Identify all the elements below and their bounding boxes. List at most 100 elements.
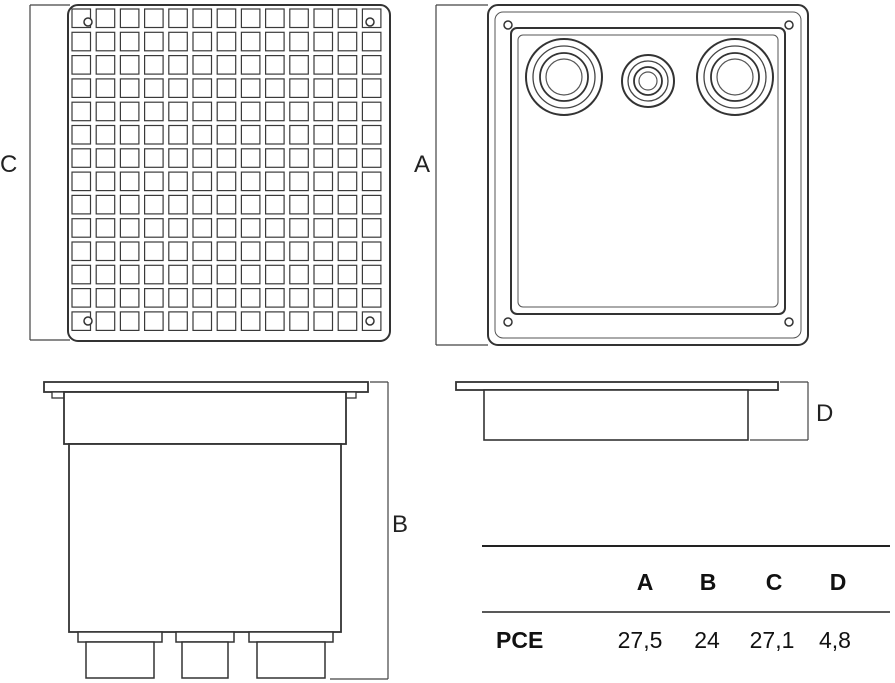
screw-hole-icon <box>83 17 93 27</box>
grating-top-view: C <box>0 4 391 342</box>
grating-cell <box>337 54 358 75</box>
screw-hole-icon <box>365 316 375 326</box>
grating-cell <box>240 218 261 238</box>
grating-cell <box>361 218 382 238</box>
grating-cell <box>240 124 261 145</box>
screw-hole-icon <box>365 17 375 27</box>
grating-cell <box>95 171 116 192</box>
table-cell-a: 27,5 <box>618 627 663 653</box>
grating-cell <box>265 8 285 29</box>
grating-cell <box>71 124 92 145</box>
grating-cell <box>192 78 213 99</box>
grating-cell <box>361 171 382 192</box>
grating-cell <box>119 78 140 99</box>
screw-hole-icon <box>784 317 794 327</box>
grating-cell <box>168 241 188 262</box>
grating-cell <box>361 54 382 75</box>
grating-cell <box>119 241 140 262</box>
grating-cell <box>192 54 213 75</box>
outlet-center-icon <box>621 54 675 108</box>
table-row-label: PCE <box>496 627 543 653</box>
grating-cell <box>192 171 213 192</box>
grating-cell <box>71 54 92 75</box>
box-flange-inner <box>494 11 802 339</box>
grating-cell <box>216 148 237 168</box>
grating-cell <box>144 148 164 168</box>
table-header-c: C <box>766 569 783 595</box>
grating-cell <box>265 241 285 262</box>
side-collar <box>63 391 347 445</box>
grating-cell <box>240 288 261 308</box>
grating-cell <box>313 31 334 52</box>
grating-cell <box>289 101 309 122</box>
grating-cell <box>313 54 334 75</box>
grating-cell <box>289 171 309 192</box>
grating-cell <box>144 54 164 75</box>
grating-cell <box>168 171 188 192</box>
grating-cell <box>95 31 116 52</box>
grating-cell <box>337 8 358 29</box>
grating-cell <box>216 54 237 75</box>
grating-cell <box>95 288 116 308</box>
grating-cell <box>144 264 164 285</box>
grating-cell <box>71 101 92 122</box>
grating-cell <box>265 288 285 308</box>
grating-cell <box>313 311 334 331</box>
grating-cell <box>313 78 334 99</box>
screw-hole-icon <box>503 20 513 30</box>
grating-cell <box>216 288 237 308</box>
grating-cell <box>144 218 164 238</box>
grating-cell <box>144 241 164 262</box>
grating-cell <box>313 241 334 262</box>
grating-cell <box>192 218 213 238</box>
grating-cell <box>192 311 213 331</box>
grating-cell <box>361 288 382 308</box>
grating-cell <box>119 218 140 238</box>
grating-cell <box>313 264 334 285</box>
grating-cell <box>71 288 92 308</box>
grating-cell <box>192 241 213 262</box>
grating-cell <box>216 171 237 192</box>
grating-cell <box>337 171 358 192</box>
grating-cell <box>95 8 116 29</box>
grating-cell <box>192 148 213 168</box>
grating-cell <box>144 311 164 331</box>
outlet-pipe-right <box>248 631 334 679</box>
box-side-view: B <box>43 381 408 680</box>
side-body <box>68 443 342 633</box>
grating-cell <box>168 311 188 331</box>
grating-cell <box>265 78 285 99</box>
grating-cell <box>95 148 116 168</box>
grating-cell <box>361 194 382 215</box>
grating-cell <box>313 194 334 215</box>
grating-cell <box>337 148 358 168</box>
grating-cell <box>240 54 261 75</box>
grating-cell <box>337 288 358 308</box>
grating-cell <box>289 288 309 308</box>
outlet-right-icon <box>696 38 774 116</box>
grating-cell <box>71 171 92 192</box>
grating-cell <box>289 124 309 145</box>
grating-cell <box>313 288 334 308</box>
grating-cell <box>119 54 140 75</box>
grating-cell <box>168 218 188 238</box>
grating-cell <box>216 8 237 29</box>
grating-cell <box>119 288 140 308</box>
dim-label-c: C <box>0 151 17 178</box>
grating-cell <box>361 31 382 52</box>
grating-cell <box>144 194 164 215</box>
box-top-view: A <box>414 4 809 346</box>
grating-cell <box>337 264 358 285</box>
grating-side-flange <box>455 381 779 391</box>
grating-cell <box>119 311 140 331</box>
grating-cell <box>168 194 188 215</box>
table-cell-d: 4,8 <box>819 627 851 653</box>
grating-cell <box>313 8 334 29</box>
grating-cell <box>361 148 382 168</box>
grating-cell <box>71 78 92 99</box>
screw-hole-icon <box>784 20 794 30</box>
grating-cell <box>337 31 358 52</box>
grating-cell <box>192 8 213 29</box>
grating-screw-holes <box>83 17 375 326</box>
grating-cell <box>119 31 140 52</box>
